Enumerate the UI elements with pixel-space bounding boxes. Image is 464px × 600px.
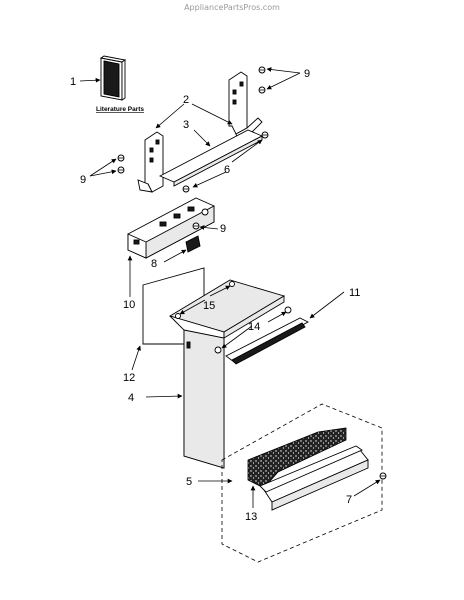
callout-2: 2 <box>183 94 189 106</box>
kick-plate-screw[interactable] <box>379 472 387 480</box>
control-panel-housing[interactable] <box>127 197 215 259</box>
rail-screw-right[interactable] <box>261 131 269 139</box>
callout-6: 6 <box>224 164 230 176</box>
callout-3: 3 <box>183 119 189 131</box>
callout-10: 10 <box>123 299 135 311</box>
literature-booklet[interactable] <box>99 55 127 101</box>
control-board[interactable] <box>185 235 201 253</box>
right-mounting-bracket[interactable] <box>228 71 263 141</box>
callout-14: 14 <box>248 321 260 333</box>
callout-5: 5 <box>186 476 192 488</box>
kick-plate[interactable] <box>259 445 369 511</box>
literature-parts-label: Literature Parts <box>96 106 144 113</box>
rail-screw-left[interactable] <box>182 185 190 193</box>
left-bracket-screw-lower[interactable] <box>117 166 125 174</box>
door-handle[interactable] <box>214 306 309 365</box>
callout-8: 8 <box>151 258 157 270</box>
left-mounting-bracket[interactable] <box>137 131 164 193</box>
control-panel-screw[interactable] <box>192 222 200 230</box>
outer-door-panel[interactable] <box>168 279 286 469</box>
watermark: AppliancePartsPros.com <box>184 3 280 12</box>
kickplate-assembly-outline <box>221 403 383 563</box>
callout-13: 13 <box>245 511 257 523</box>
callout-9-control: 9 <box>220 223 226 235</box>
left-bracket-screw-upper[interactable] <box>117 154 125 162</box>
handle-mount-screw-right[interactable] <box>229 281 235 287</box>
callout-15: 15 <box>203 300 215 312</box>
kick-panel-insulation[interactable] <box>247 427 347 489</box>
callout-12: 12 <box>123 372 135 384</box>
handle-mount-screw-left[interactable] <box>175 313 181 319</box>
top-trim-rail[interactable] <box>158 129 264 187</box>
bracket-screw-lower[interactable] <box>258 86 266 94</box>
bracket-screw-upper[interactable] <box>258 66 266 74</box>
callout-9-left: 9 <box>80 174 86 186</box>
callout-11: 11 <box>349 287 360 299</box>
callout-1: 1 <box>70 76 76 88</box>
callout-4: 4 <box>128 392 134 404</box>
callout-9-top: 9 <box>304 68 310 80</box>
callout-7: 7 <box>346 494 352 506</box>
